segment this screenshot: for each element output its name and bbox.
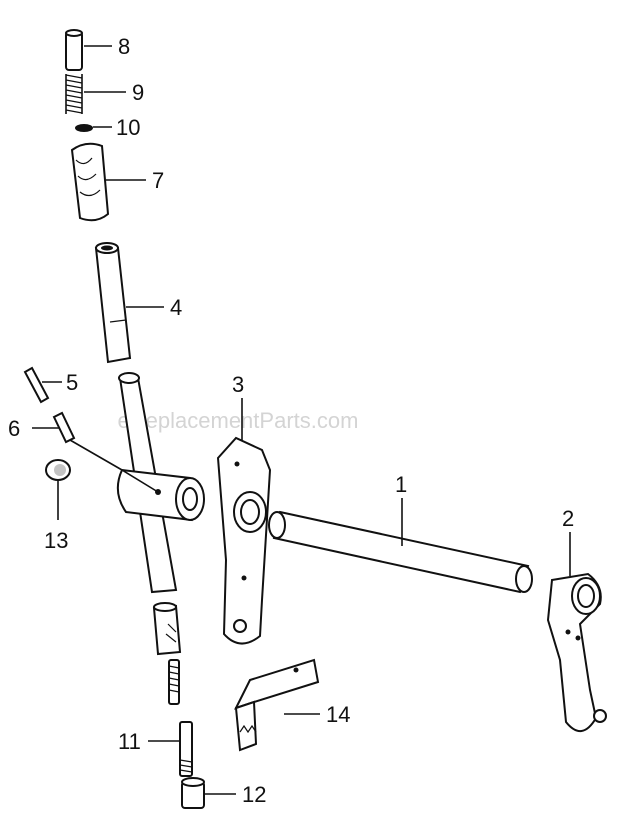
part-4-upper-shaft [94,242,132,364]
callout-13: 13 [44,528,68,553]
callout-10: 10 [116,115,140,140]
callout-7: 7 [152,168,164,193]
part-13-plug [45,459,71,481]
part-5-pin [23,366,50,404]
part-2-right-arm [546,572,607,732]
part-1-cross-shaft [268,510,533,594]
callout-6: 6 [8,416,20,441]
leader-lines [32,45,571,795]
callout-12: 12 [242,782,266,807]
part-3-arm-bracket [216,436,272,645]
callout-2: 2 [562,506,574,531]
callout-9: 9 [132,80,144,105]
watermark-text: eReplacementParts.com [118,408,359,433]
part-7-notched-sleeve [70,142,110,222]
callout-11: 11 [118,729,141,754]
callout-5: 5 [66,370,78,395]
main-shaft-assembly [116,372,205,594]
part-9-spring [65,74,83,114]
part-11-rod [179,721,193,777]
part-6-roll-pin [52,411,76,444]
part-12-nut [181,777,205,809]
part-8-pin [65,29,83,71]
callout-3: 3 [232,372,244,397]
callout-1: 1 [395,472,407,497]
part-threaded-rod [168,659,180,705]
callout-4: 4 [170,295,182,320]
part-lower-coupler [152,602,182,656]
part-10-washer [75,124,93,132]
callout-14: 14 [326,702,350,727]
part-14-bracket [234,658,320,752]
callout-8: 8 [118,34,130,59]
